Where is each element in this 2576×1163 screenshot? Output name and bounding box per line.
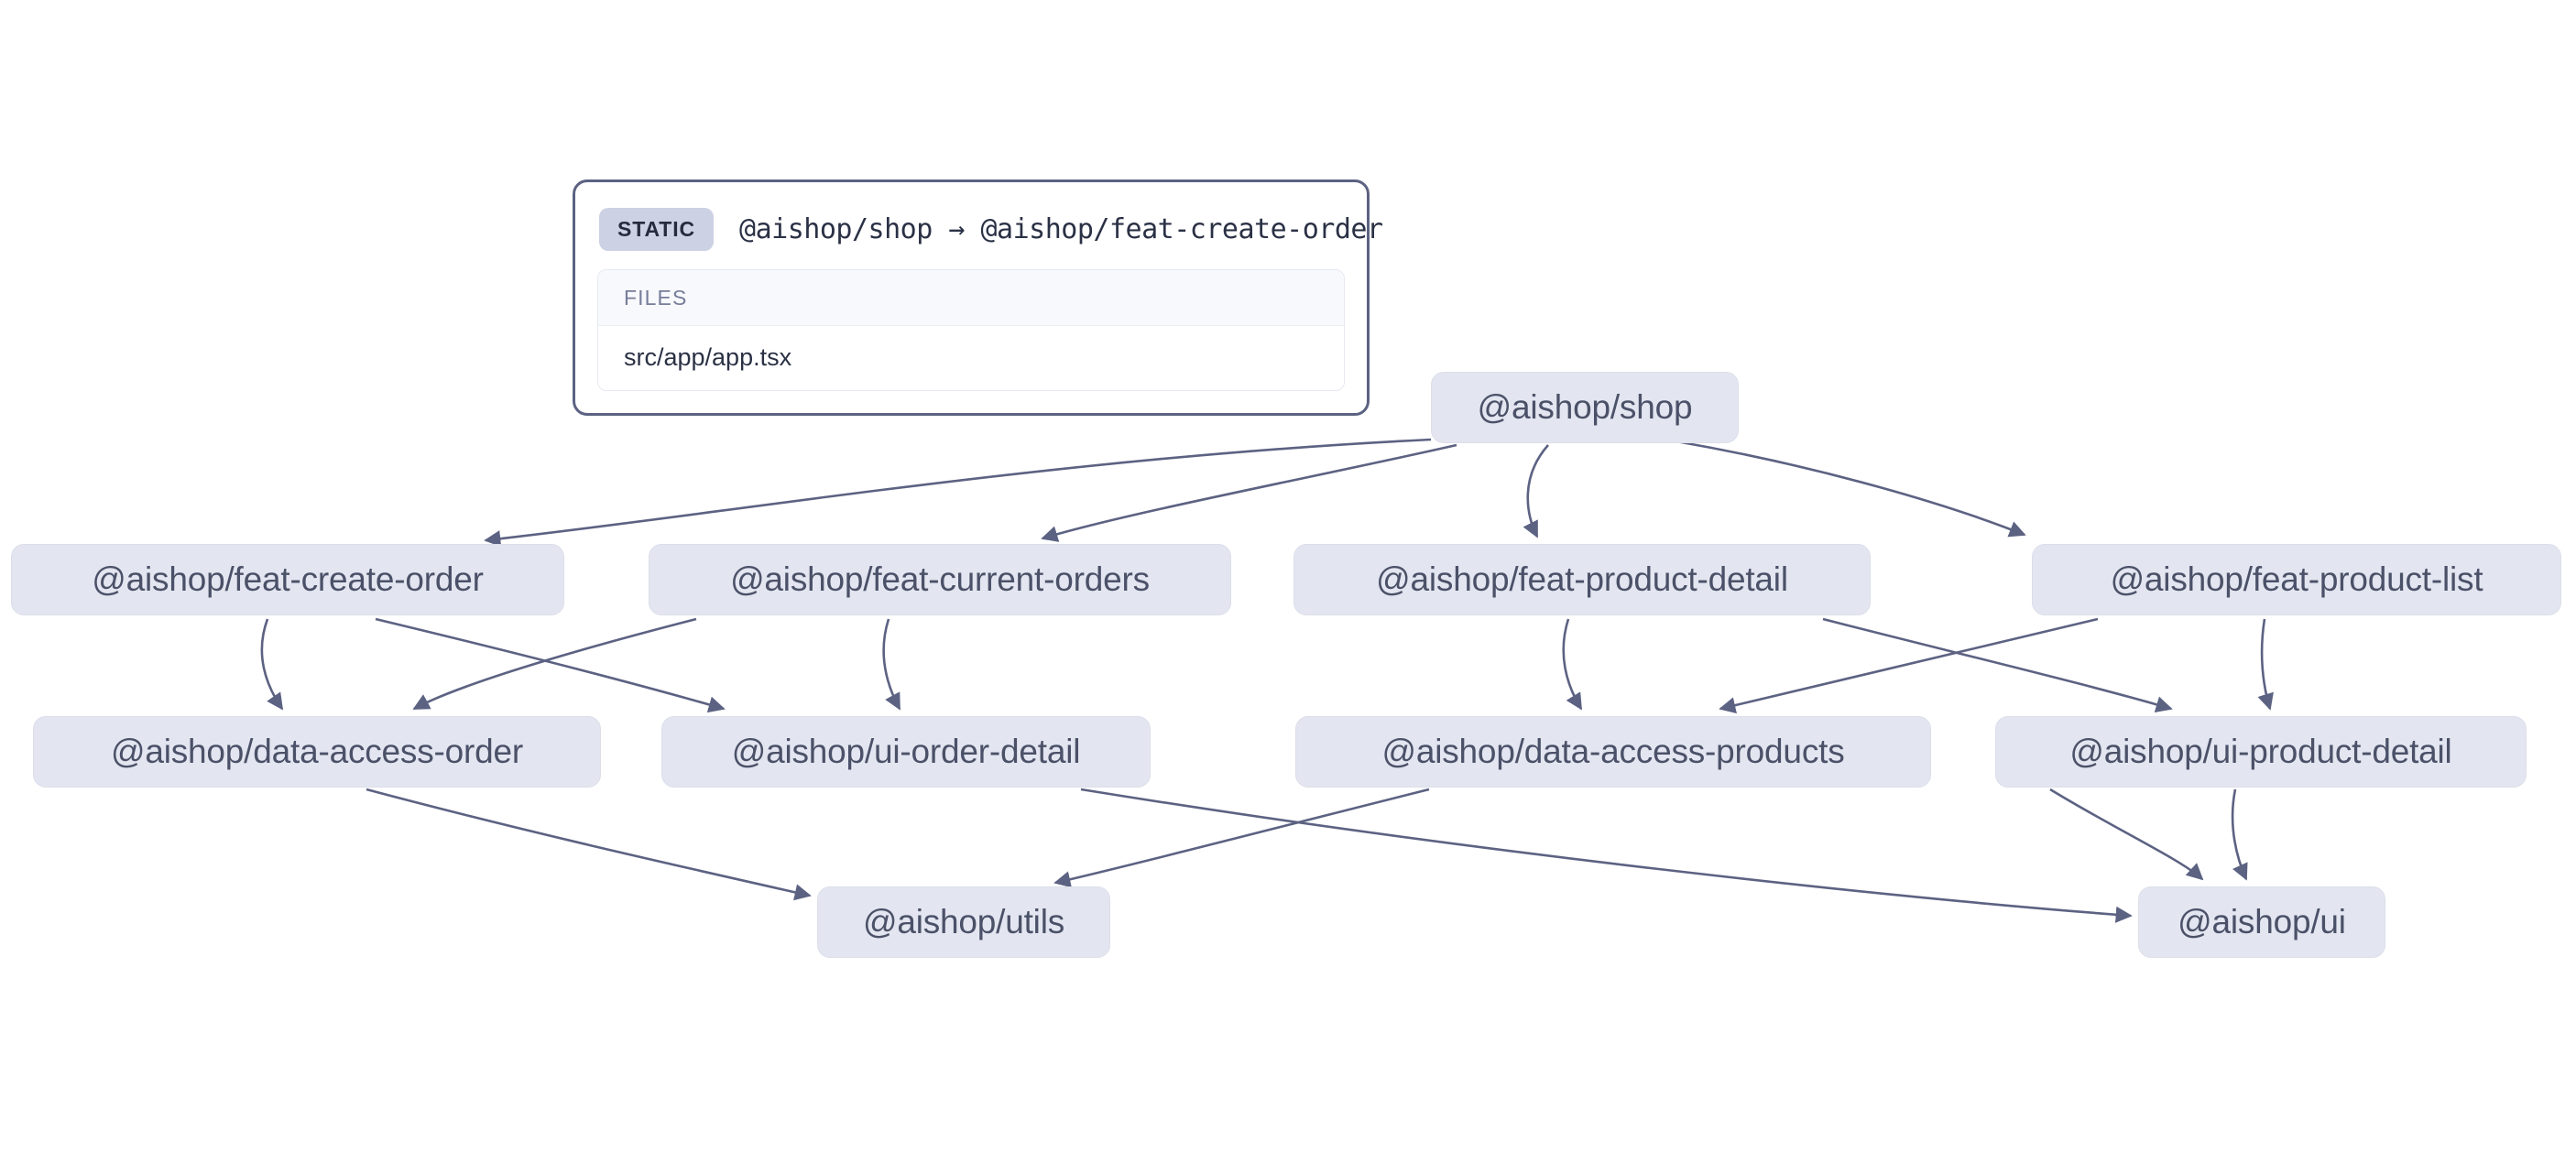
- graph-node-ui[interactable]: @aishop/ui: [2138, 886, 2385, 958]
- graph-node-utils[interactable]: @aishop/utils: [817, 886, 1110, 958]
- graph-node-feat-create-order[interactable]: @aishop/feat-create-order: [11, 544, 564, 615]
- graph-node-data-access-order[interactable]: @aishop/data-access-order: [33, 716, 601, 788]
- edge-ui-product-detail-to-ui-alt: [2231, 788, 2248, 881]
- graph-node-feat-product-list[interactable]: @aishop/feat-product-list: [2032, 544, 2561, 615]
- edge-ui-product-detail-to-ui: [2049, 788, 2204, 881]
- edge-shop-to-feat-current-orders: [1041, 443, 1457, 542]
- edge-ui-order-detail-to-ui: [1080, 788, 2133, 923]
- edge-feat-product-detail-to-ui-product-detail: [1822, 617, 2173, 713]
- graph-node-shop[interactable]: @aishop/shop: [1431, 372, 1739, 443]
- edge-feat-product-detail-to-data-access-products: [1562, 618, 1583, 711]
- graph-node-feat-current-orders[interactable]: @aishop/feat-current-orders: [649, 544, 1231, 615]
- file-list-item[interactable]: src/app/app.tsx: [598, 326, 1344, 390]
- edge-data-access-order-to-utils: [366, 788, 812, 901]
- edge-data-access-products-to-utils: [1053, 788, 1430, 888]
- edge-feat-product-list-to-data-access-products: [1719, 617, 2099, 714]
- files-panel: FILES src/app/app.tsx: [597, 269, 1345, 391]
- edge-shop-to-feat-product-list: [1675, 440, 2026, 538]
- tooltip-header: STATIC @aishop/shop → @aishop/feat-creat…: [597, 202, 1383, 269]
- graph-node-data-access-products[interactable]: @aishop/data-access-products: [1295, 716, 1931, 788]
- graph-node-feat-product-detail[interactable]: @aishop/feat-product-detail: [1293, 544, 1871, 615]
- edge-feat-current-orders-to-ui-order-detail: [882, 618, 901, 711]
- files-section-header: FILES: [598, 270, 1344, 326]
- edge-shop-to-feat-product-detail: [1523, 444, 1549, 538]
- edge-feat-current-orders-to-data-access-order: [412, 617, 697, 711]
- edge-feat-create-order-to-data-access-order: [260, 618, 284, 711]
- tooltip-title: @aishop/shop → @aishop/feat-create-order: [739, 213, 1383, 245]
- static-badge: STATIC: [599, 208, 715, 251]
- edge-feat-create-order-to-ui-order-detail: [375, 617, 726, 713]
- edge-feat-product-list-to-ui-product-detail: [2257, 618, 2274, 711]
- edge-detail-tooltip[interactable]: STATIC @aishop/shop → @aishop/feat-creat…: [573, 179, 1383, 416]
- edge-shop-to-feat-create-order: [484, 438, 1432, 548]
- graph-node-ui-product-detail[interactable]: @aishop/ui-product-detail: [1995, 716, 2527, 788]
- graph-node-ui-order-detail[interactable]: @aishop/ui-order-detail: [661, 716, 1151, 788]
